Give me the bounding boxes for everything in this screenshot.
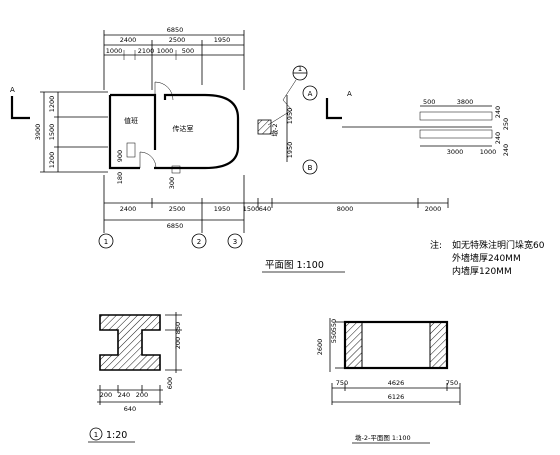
right-dim-bottom-len: 3000 (447, 148, 464, 156)
dim-wall-1: 1950 (286, 108, 294, 125)
dim-left-2: 1500 (48, 124, 56, 141)
door-swing-bottom (139, 151, 157, 169)
plan-title: 平面图 1:100 (265, 260, 324, 271)
right-dim-top: 500 (423, 98, 435, 106)
axis-circle-3 (227, 233, 243, 249)
pillar-tag: 墩-2 (270, 124, 279, 137)
notes-block: 注: 如无特殊注明门垛宽60 外墙墙厚240MM 内墙厚120MM (430, 239, 545, 277)
pillar2-right-hatch (429, 321, 448, 369)
room-label-left: 值班 (124, 116, 138, 125)
detail1-dim-200: 200 (174, 337, 182, 349)
detail1-title-scale: 1:20 (106, 430, 127, 441)
dim-top-sub-1: 1000 (106, 47, 123, 55)
detail2-left-total: 2600 (316, 339, 324, 356)
dim-bottom-5: 640 (259, 205, 271, 213)
detail1-side: 600 (166, 377, 174, 389)
grid-circle-a (302, 85, 318, 101)
dim-top-sub-3: 1000 (157, 47, 174, 55)
dim-bottom-1: 2400 (120, 205, 137, 213)
dim-top-seg-3: 1950 (214, 36, 231, 44)
right-side-2: 250 (502, 118, 510, 130)
detail-2: 2600 550 550 750 4626 750 6126 墩-2-平面图 1… (316, 318, 461, 444)
grid-letter-a: A (308, 90, 313, 98)
detail-1: 200 850 600 200 240 200 640 1 1:20 (88, 312, 182, 443)
dim-bottom-6: 8000 (337, 205, 354, 213)
right-dim-small: 1000 (480, 148, 497, 156)
door-swing-top (154, 81, 174, 101)
pillar-section (99, 314, 161, 371)
detail1-bottom-3: 200 (136, 391, 148, 399)
detail1-bottom-2: 240 (118, 391, 130, 399)
door-step (171, 165, 181, 174)
note-line-1: 如无特殊注明门垛宽60 (452, 239, 545, 251)
dim-bottom-7: 2000 (425, 205, 442, 213)
dim-top-sub-2: 2100 (138, 47, 155, 55)
right-side-3: 240 (494, 132, 502, 144)
note-line-2: 外墙墙厚240MM (452, 252, 521, 264)
dim-total-bottom: 6850 (167, 222, 184, 230)
detail1-total: 640 (124, 405, 136, 413)
pillar-plan (257, 119, 272, 135)
detail2-left-2: 550 (330, 331, 338, 343)
dim-side-1: 900 (116, 150, 124, 162)
detail2-bottom-1: 750 (336, 379, 348, 387)
gate-bottom-bar (419, 129, 493, 139)
pillar2-left-hatch (344, 321, 363, 369)
section-letter-left: A (10, 86, 15, 94)
right-side-1: 240 (494, 106, 502, 118)
right-side-4: 240 (502, 144, 510, 156)
fixture (126, 142, 136, 158)
axis-label-3: 3 (233, 238, 237, 246)
room-label-right: 传达室 (173, 124, 194, 133)
dim-left-total: 3900 (34, 124, 42, 141)
detail2-bottom-3: 750 (446, 379, 458, 387)
section-mark-right (325, 98, 342, 120)
note-line-3: 内墙厚120MM (452, 265, 512, 277)
axis-circle-1 (98, 233, 114, 249)
dim-bottom-4: 1500 (243, 205, 260, 213)
detail2-total: 6126 (388, 393, 405, 401)
dim-left-1: 1200 (48, 96, 56, 113)
detail2-bottom-2: 4626 (388, 379, 405, 387)
detail2-title: 墩-2-平面图 1:100 (355, 433, 411, 442)
grid-letter-b: B (308, 164, 313, 172)
detail-callout-number: 1 (298, 65, 302, 73)
section-letter-right: A (347, 90, 352, 98)
detail1-title-circle (89, 427, 103, 441)
grid-circle-b (302, 159, 318, 175)
detail1-title-number: 1 (94, 431, 98, 439)
dim-total-top: 6850 (167, 26, 184, 34)
wall-bottom-left (108, 95, 205, 170)
detail2-left-1: 550 (330, 319, 338, 331)
dim-top-seg-2: 2500 (169, 36, 186, 44)
gate-top-bar (419, 111, 493, 121)
dim-left-3: 1200 (48, 152, 56, 169)
wall-curved (204, 93, 240, 170)
callout-leader (267, 79, 297, 126)
axis-circle-2 (191, 233, 207, 249)
floor-plan: 6850 2400 2500 1950 1000 2100 1000 500 3… (10, 26, 510, 273)
axis-label-2: 2 (197, 238, 201, 246)
axis-label-1: 1 (104, 238, 108, 246)
dim-door: 300 (168, 177, 176, 189)
dim-top-sub-4: 500 (182, 47, 194, 55)
dim-bottom-2: 2500 (169, 205, 186, 213)
dim-bottom-3: 1950 (214, 205, 231, 213)
right-dim-length: 3800 (457, 98, 474, 106)
dim-top-seg-1: 2400 (120, 36, 137, 44)
dim-side-2: 180 (116, 172, 124, 184)
wall-top (110, 93, 205, 100)
notes-heading: 注: (430, 239, 442, 251)
dim-wall-2: 1950 (286, 142, 294, 159)
section-mark-left (10, 96, 30, 120)
detail1-dim-850: 850 (174, 322, 182, 334)
detail1-bottom-1: 200 (100, 391, 112, 399)
